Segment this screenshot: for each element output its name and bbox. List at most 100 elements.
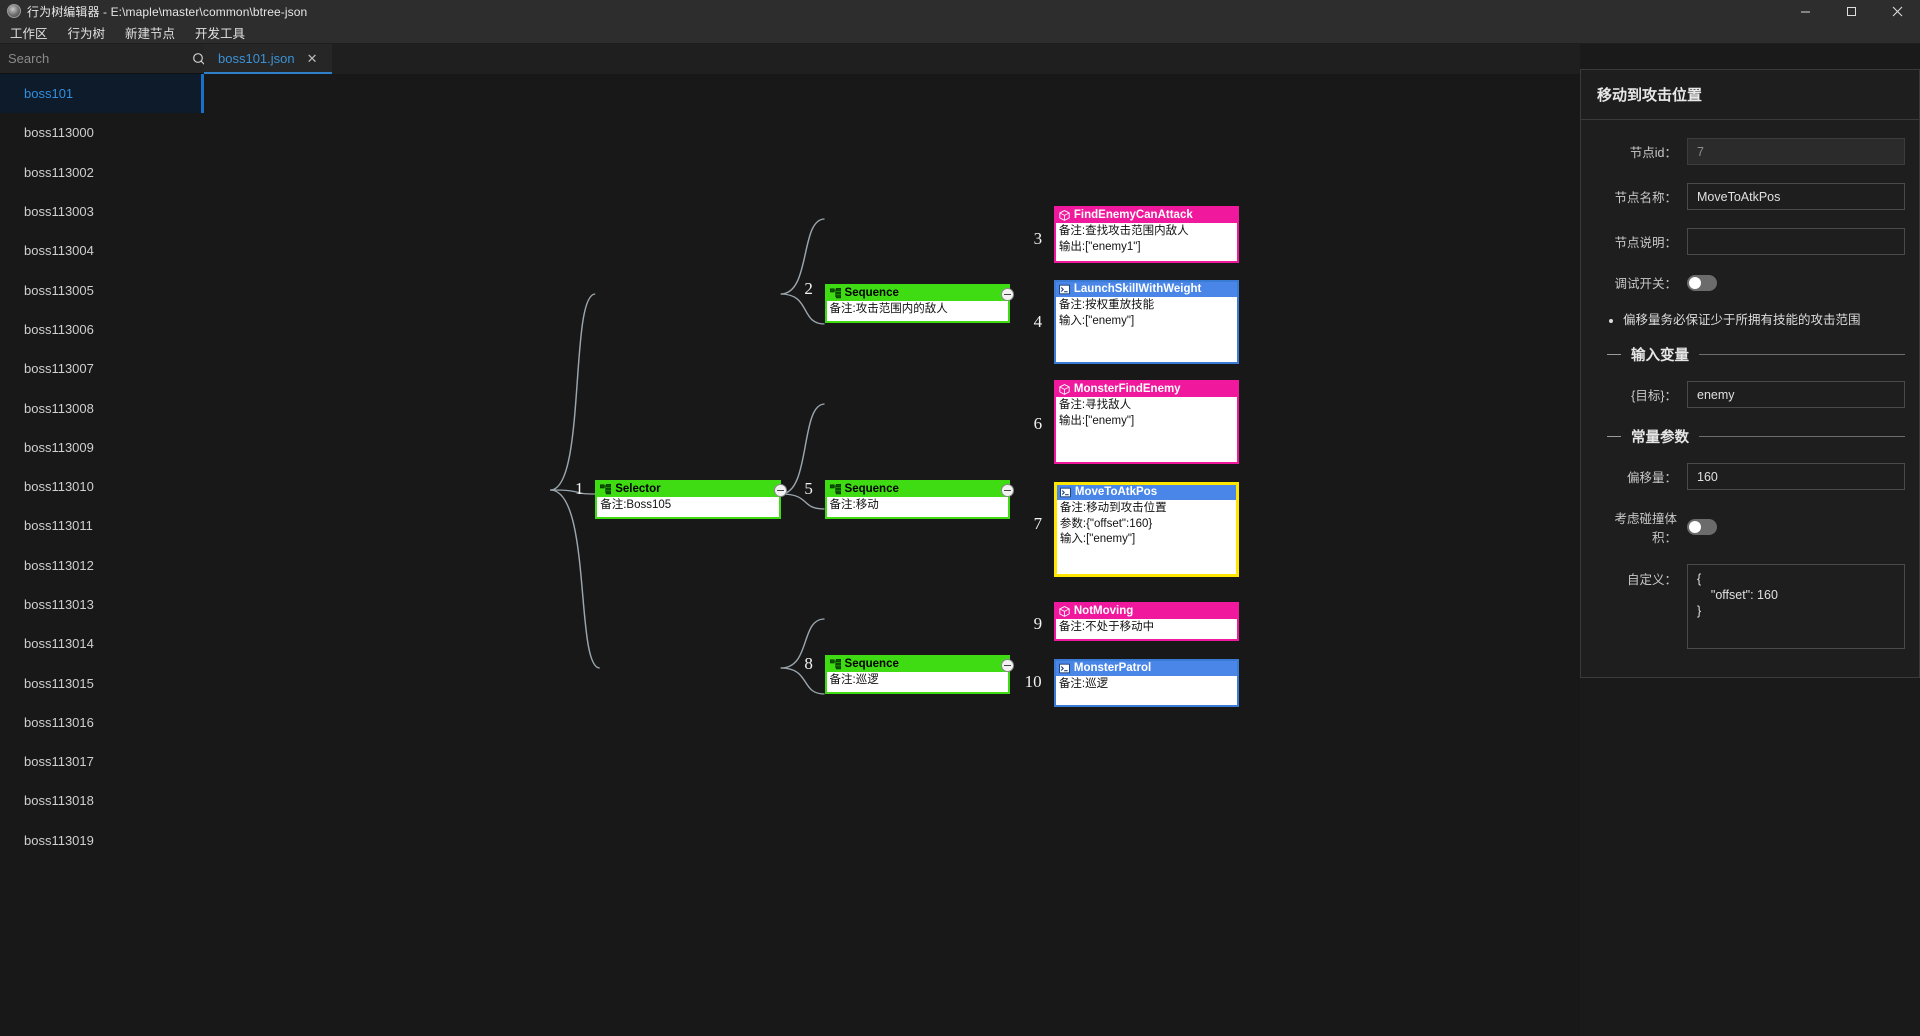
offset-input[interactable]: [1687, 463, 1905, 490]
node-name-input[interactable]: [1687, 183, 1905, 210]
file-item-boss113017[interactable]: boss113017: [0, 742, 204, 781]
node-detail-row: 输入:["enemy"]: [1059, 533, 1136, 545]
file-item-boss113004[interactable]: boss113004: [0, 231, 204, 270]
search-row: [0, 44, 206, 74]
debug-switch-toggle[interactable]: [1687, 274, 1717, 291]
hierarchy-icon: [600, 484, 612, 495]
node-detail-row: 输出:["enemy1"]: [1058, 240, 1141, 253]
collide-toggle[interactable]: [1687, 519, 1717, 535]
terminal-icon: [1059, 487, 1071, 498]
node-header: Selector: [597, 482, 779, 497]
note-item: 偏移量务必保证少于所拥有技能的攻击范围: [1623, 310, 1905, 330]
custom-textarea[interactable]: [1687, 564, 1905, 649]
node-index-label: 1: [574, 479, 584, 498]
file-item-boss113007[interactable]: boss113007: [0, 349, 204, 388]
file-item-label: boss113005: [24, 282, 94, 298]
file-item-boss113013[interactable]: boss113013: [0, 585, 204, 624]
search-input[interactable]: [0, 51, 192, 66]
field-debug-switch: 调试开关：: [1595, 273, 1905, 292]
file-item-boss113018[interactable]: boss113018: [0, 781, 204, 820]
maximize-button[interactable]: [1828, 0, 1874, 22]
section-title: 输入变量: [1631, 348, 1689, 364]
node-detail-row: 输入:["enemy"]: [1058, 314, 1135, 327]
menu-item-newnode[interactable]: 新建节点: [125, 27, 176, 41]
minimize-button[interactable]: [1782, 0, 1828, 22]
file-item-boss113009[interactable]: boss113009: [0, 428, 204, 467]
file-item-boss113008[interactable]: boss113008: [0, 388, 204, 427]
node-id-input[interactable]: [1687, 138, 1905, 165]
file-item-boss113006[interactable]: boss113006: [0, 310, 204, 349]
input-target-input[interactable]: [1687, 381, 1905, 408]
toggle-knob: [1689, 276, 1701, 289]
file-item-label: boss113002: [24, 164, 94, 180]
node-detail-row: 备注:移动到攻击位置: [1059, 502, 1167, 514]
node-title: NotMoving: [1073, 605, 1134, 617]
file-item-label: boss113003: [24, 204, 94, 220]
file-item-boss113015[interactable]: boss113015: [0, 663, 204, 702]
menu-item-behaviortree[interactable]: 行为树: [67, 27, 106, 41]
file-item-label: boss113014: [24, 636, 94, 652]
node-collapse-toggle[interactable]: [773, 484, 787, 497]
node-index-label: 7: [1033, 514, 1043, 533]
file-item-boss113002[interactable]: boss113002: [0, 153, 204, 192]
file-item-boss113011[interactable]: boss113011: [0, 506, 204, 545]
file-item-boss113005[interactable]: boss113005: [0, 270, 204, 309]
node-detail-row: 备注:按权重放技能: [1058, 299, 1155, 311]
terminal-icon: [1058, 663, 1070, 674]
tab-close-icon[interactable]: ✕: [306, 50, 318, 66]
menu-item-workspace[interactable]: 工作区: [10, 27, 48, 41]
file-item-label: boss113010: [24, 479, 94, 495]
field-offset: 偏移量：: [1595, 463, 1905, 490]
section-rule: [1699, 354, 1905, 355]
close-button[interactable]: [1874, 0, 1920, 22]
node-desc-label: 节点说明：: [1614, 236, 1677, 250]
file-item-boss113003[interactable]: boss113003: [0, 192, 204, 231]
collapse-dash-icon[interactable]: [1607, 354, 1621, 355]
node-body: 备注:寻找敌人输出:["enemy"]: [1056, 397, 1237, 432]
node-desc-input[interactable]: [1687, 228, 1905, 255]
file-item-boss113012[interactable]: boss113012: [0, 546, 204, 585]
section-title: 常量参数: [1631, 430, 1689, 446]
menu-item-devtools[interactable]: 开发工具: [195, 27, 246, 41]
file-item-boss113019[interactable]: boss113019: [0, 821, 204, 860]
node-index-label: 2: [804, 279, 813, 298]
file-item-label: boss113007: [24, 361, 94, 377]
tab-boss101-json[interactable]: boss101.json ✕: [204, 44, 332, 74]
collapse-dash-icon[interactable]: [1607, 436, 1621, 437]
field-input-target: {目标}：: [1595, 381, 1905, 408]
node-collapse-toggle[interactable]: [1001, 484, 1015, 497]
field-node-id: 节点id：: [1595, 138, 1905, 165]
node-body: 备注:Boss105: [597, 497, 778, 517]
node-collapse-toggle[interactable]: [1001, 659, 1015, 672]
minus-icon: [1004, 489, 1012, 492]
file-item-label: boss113017: [24, 754, 94, 770]
cube-icon: [1059, 384, 1070, 395]
properties-panel: 移动到攻击位置 节点id： 节点名称： 节点说明： 调试开关：: [1580, 44, 1920, 1036]
file-item-label: boss113015: [24, 675, 94, 691]
node-collapse-toggle[interactable]: [1001, 288, 1015, 301]
file-item-boss113016[interactable]: boss113016: [0, 703, 204, 742]
node-title: FindEnemyCanAttack: [1073, 209, 1193, 221]
section-const-params: 常量参数: [1607, 426, 1905, 447]
file-item-label: boss113006: [24, 321, 94, 337]
file-item-boss113010[interactable]: boss113010: [0, 467, 204, 506]
file-item-boss113014[interactable]: boss113014: [0, 624, 204, 663]
file-item-boss101[interactable]: boss101: [0, 74, 204, 114]
field-node-name: 节点名称：: [1595, 183, 1905, 210]
cube-icon: [1059, 210, 1070, 221]
file-item-boss113000[interactable]: boss113000: [0, 113, 204, 152]
